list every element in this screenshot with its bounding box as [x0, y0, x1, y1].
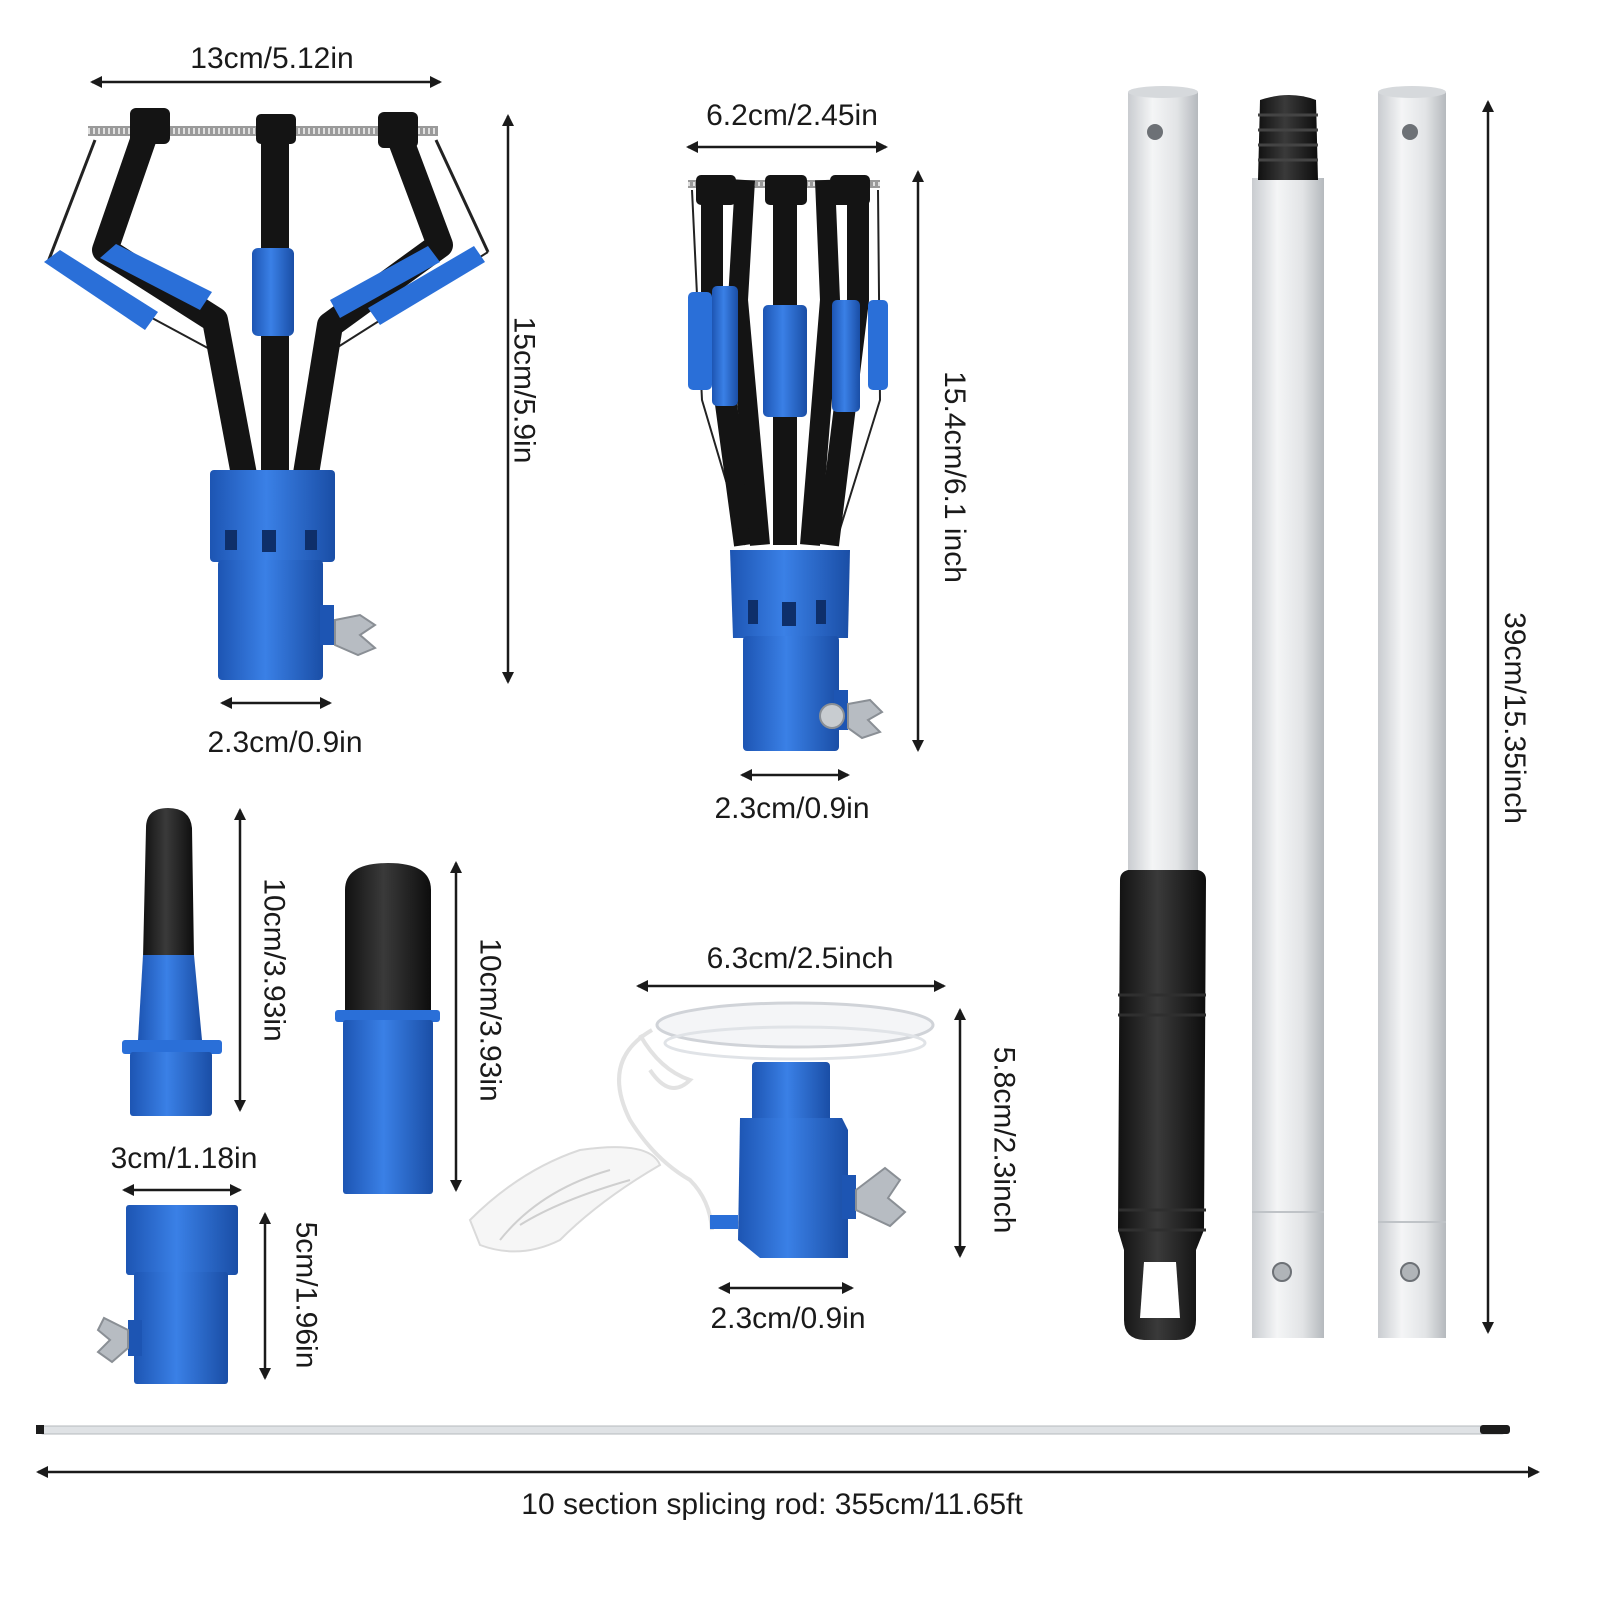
small-width-label: 6.2cm/2.45in	[706, 99, 878, 132]
capped-adapter-icon	[335, 863, 440, 1194]
suction-width-label: 6.3cm/2.5inch	[706, 942, 894, 975]
large-height-label: 15cm/5.9in	[507, 316, 541, 464]
small-height-label: 15.4cm/6.1 inch	[937, 371, 971, 583]
cone-adapter-icon	[122, 808, 222, 1116]
large-bulb-changer-icon	[44, 108, 490, 680]
rod-caption: 10 section splicing rod: 355cm/11.65ft	[521, 1488, 1023, 1521]
large-width-label: 13cm/5.12in	[190, 42, 354, 75]
pole-length-label: 39cm/15.35inch	[1497, 612, 1531, 824]
coupler-adapter-icon	[96, 1205, 238, 1384]
coupler-height-label: 5cm/1.96in	[289, 1221, 323, 1369]
large-base-label: 2.3cm/0.9in	[207, 726, 363, 759]
small-base-label: 2.3cm/0.9in	[714, 792, 870, 825]
capped-height-label: 10cm/3.93in	[473, 938, 507, 1102]
splicing-rod-icon	[36, 1425, 1510, 1435]
aluminum-pole-icon	[1118, 86, 1446, 1340]
coupler-width-label: 3cm/1.18in	[110, 1142, 258, 1175]
suction-base-label: 2.3cm/0.9in	[710, 1302, 866, 1335]
cone-height-label: 10cm/3.93in	[257, 878, 291, 1042]
small-bulb-changer-icon	[688, 175, 888, 751]
suction-cup-changer-icon	[468, 1001, 935, 1258]
suction-height-label: 5.8cm/2.3inch	[987, 1046, 1021, 1234]
dimension-arrows	[36, 76, 1540, 1478]
